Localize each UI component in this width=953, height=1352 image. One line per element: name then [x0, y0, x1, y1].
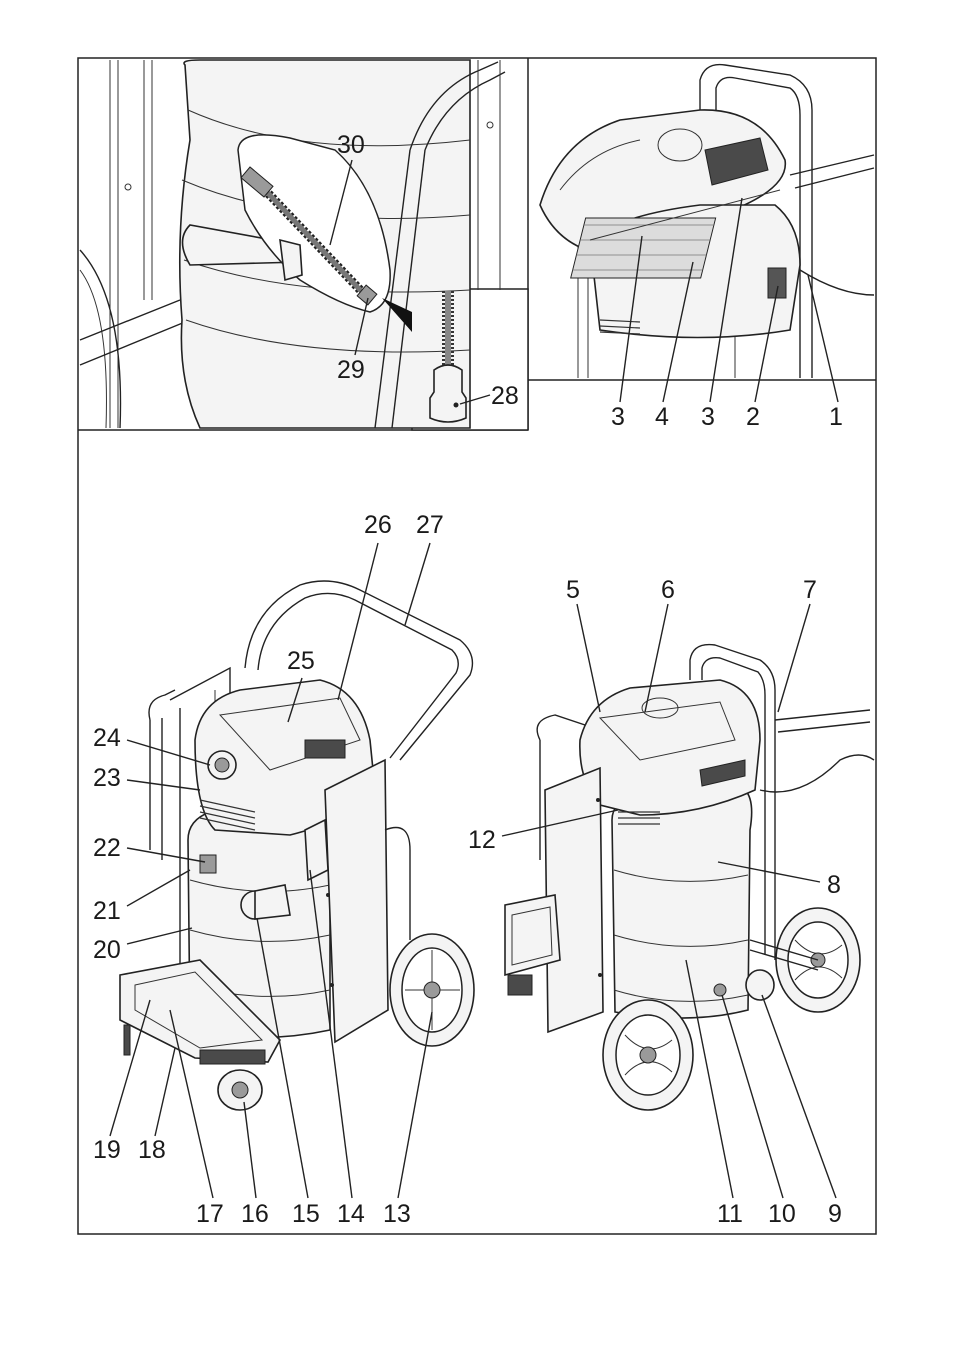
- unit-rear-view: [505, 645, 874, 1110]
- callout-27: 27: [416, 511, 444, 539]
- callout-21: 21: [93, 897, 121, 925]
- callout-3-b: 3: [701, 403, 715, 431]
- callout-12: 12: [468, 826, 496, 854]
- callout-15: 15: [292, 1200, 320, 1228]
- detail-top-right: [540, 65, 874, 378]
- callout-30: 30: [337, 131, 365, 159]
- callout-2: 2: [746, 403, 760, 431]
- callout-25: 25: [287, 647, 315, 675]
- callout-23: 23: [93, 764, 121, 792]
- callout-1: 1: [829, 403, 843, 431]
- callout-24: 24: [93, 724, 121, 752]
- callout-19: 19: [93, 1136, 121, 1164]
- callout-28: 28: [491, 382, 519, 410]
- callout-26: 26: [364, 511, 392, 539]
- callout-18: 18: [138, 1136, 166, 1164]
- callout-13: 13: [383, 1200, 411, 1228]
- callout-4: 4: [655, 403, 669, 431]
- callout-16: 16: [241, 1200, 269, 1228]
- callout-11: 11: [717, 1200, 743, 1228]
- callout-17: 17: [196, 1200, 224, 1228]
- callout-10: 10: [768, 1200, 796, 1228]
- callout-14: 14: [337, 1200, 365, 1228]
- callout-9: 9: [828, 1200, 842, 1228]
- callout-22: 22: [93, 834, 121, 862]
- callout-5: 5: [566, 576, 580, 604]
- callout-7: 7: [803, 576, 817, 604]
- callout-29: 29: [337, 356, 365, 384]
- callout-20: 20: [93, 936, 121, 964]
- callout-3-a: 3: [611, 403, 625, 431]
- callout-6: 6: [661, 576, 675, 604]
- callout-8: 8: [827, 871, 841, 899]
